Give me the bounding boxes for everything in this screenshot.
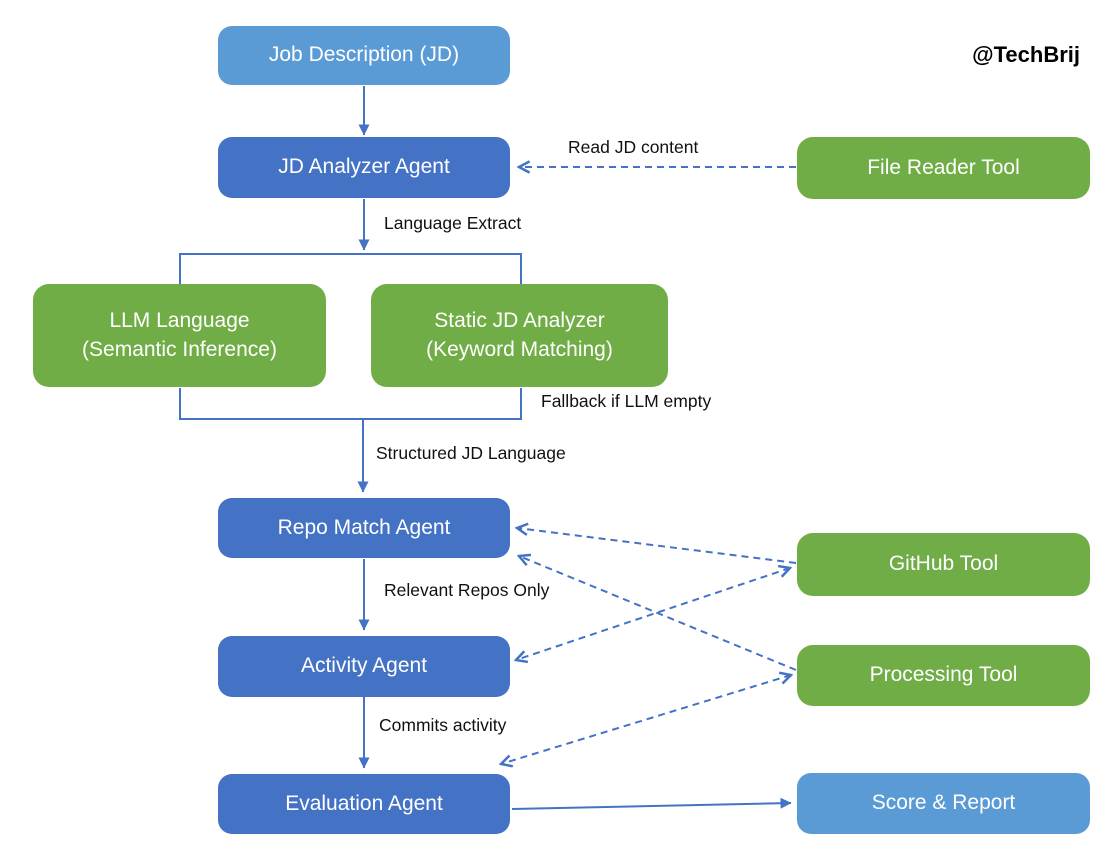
edge-github-activity-bidirectional [516, 568, 790, 660]
edge-split-bracket-top [179, 253, 522, 284]
node-static-jd-analyzer: Static JD Analyzer (Keyword Matching) [371, 284, 668, 387]
node-file-reader-label: File Reader Tool [867, 155, 1020, 179]
watermark-techbrij: @TechBrij [972, 42, 1080, 67]
edge-label-language-extract: Language Extract [384, 213, 522, 233]
edge-label-commits-activity: Commits activity [379, 715, 507, 735]
node-repo-match-agent: Repo Match Agent [218, 498, 510, 558]
node-score-report-label: Score & Report [871, 791, 1016, 815]
node-jd-analyzer-agent: JD Analyzer Agent [218, 137, 510, 198]
node-github-tool: GitHub Tool [797, 533, 1090, 596]
node-job-description-label: Job Description (JD) [268, 43, 460, 67]
edge-processing-to-repomatch [519, 556, 797, 671]
node-activity-agent: Activity Agent [218, 636, 510, 697]
node-static-analyzer-label: Static JD Analyzer [434, 309, 605, 333]
node-llm-language: LLM Language (Semantic Inference) [33, 284, 326, 387]
edge-evaluation-to-score [511, 797, 792, 810]
node-file-reader-tool: File Reader Tool [797, 137, 1090, 199]
node-evaluation-agent: Evaluation Agent [218, 774, 510, 834]
edge-label-relevant-repos-only: Relevant Repos Only [384, 580, 550, 600]
edge-processing-evaluation-bidirectional [501, 675, 791, 764]
node-score-report: Score & Report [797, 773, 1090, 834]
node-repo-match-label: Repo Match Agent [277, 515, 451, 539]
node-llm-language-sublabel: (Semantic Inference) [82, 337, 277, 361]
node-evaluation-agent-label: Evaluation Agent [285, 791, 443, 815]
node-jd-analyzer-label: JD Analyzer Agent [278, 155, 450, 179]
node-processing-tool: Processing Tool [797, 645, 1090, 706]
node-static-analyzer-sublabel: (Keyword Matching) [426, 337, 613, 361]
node-job-description: Job Description (JD) [218, 26, 510, 85]
node-github-tool-label: GitHub Tool [888, 552, 999, 576]
edge-label-fallback-if-llm-empty: Fallback if LLM empty [541, 391, 712, 411]
edge-merge-bracket-bottom [179, 388, 522, 420]
edge-label-structured-jd-language: Structured JD Language [376, 443, 566, 463]
edge-github-to-repomatch [517, 528, 797, 564]
node-processing-tool-label: Processing Tool [869, 663, 1018, 687]
edge-label-read-jd-content: Read JD content [568, 137, 699, 157]
node-llm-language-label: LLM Language [109, 309, 250, 333]
node-activity-agent-label: Activity Agent [300, 654, 428, 678]
